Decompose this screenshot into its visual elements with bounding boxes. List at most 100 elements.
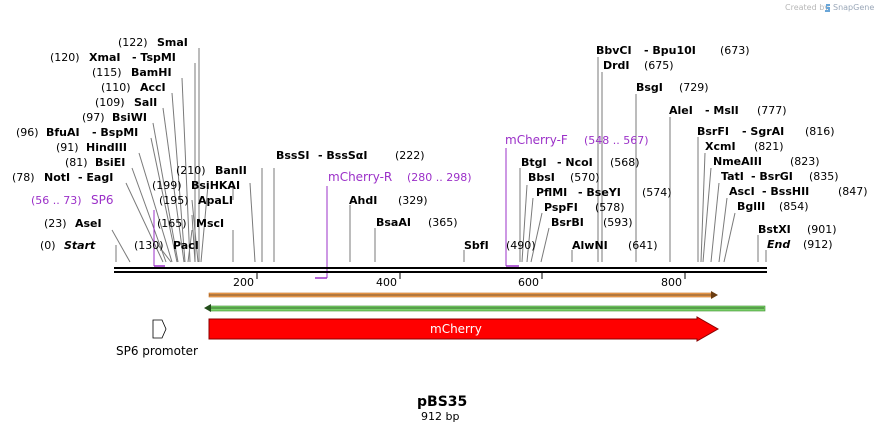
svg-text:(110): (110): [101, 81, 131, 94]
svg-text:BtgI: BtgI: [521, 156, 547, 169]
site-smai: (122) SmaI: [118, 36, 188, 49]
svg-text:(115): (115): [92, 66, 122, 79]
primer-mcherry-f: mCherry-F (548 .. 567): [505, 133, 649, 147]
svg-text:SbfI: SbfI: [464, 239, 489, 252]
svg-text:BbvCI: BbvCI: [596, 44, 632, 57]
svg-text:SP6: SP6: [91, 193, 114, 207]
svg-text:BsiHKAI: BsiHKAI: [191, 179, 240, 192]
svg-text:BsaAI: BsaAI: [376, 216, 411, 229]
site-drdi: DrdI (675): [603, 59, 674, 72]
primer-sp6: (56 .. 73) SP6: [31, 193, 114, 207]
site-xmai: (120) XmaI - TspMI: [50, 51, 176, 64]
svg-text:(490): (490): [506, 239, 536, 252]
ruler-tick-400: 400: [376, 276, 397, 289]
svg-text:BsgI: BsgI: [636, 81, 663, 94]
svg-text:(901): (901): [807, 223, 837, 236]
svg-text:(329): (329): [398, 194, 428, 207]
svg-text:PacI: PacI: [173, 239, 199, 252]
svg-text:(673): (673): [720, 44, 750, 57]
svg-text:(816): (816): [805, 125, 835, 138]
svg-text:BsrFI: BsrFI: [697, 125, 729, 138]
svg-text:(222): (222): [395, 149, 425, 162]
svg-text:End: End: [767, 238, 790, 251]
svg-text:(91): (91): [56, 141, 79, 154]
site-start: (0) Start: [40, 239, 96, 252]
svg-text:- NcoI: - NcoI: [557, 156, 593, 169]
svg-text:(23): (23): [44, 217, 67, 230]
svg-text:(78): (78): [12, 171, 35, 184]
svg-text:PspFI: PspFI: [544, 201, 578, 214]
primer-mcherry-r: mCherry-R (280 .. 298): [328, 170, 472, 184]
site-bsiei: (81) BsiEI: [65, 156, 125, 169]
svg-text:(568): (568): [610, 156, 640, 169]
site-xcmi: XcmI (821): [705, 140, 784, 153]
mcherry-label: mCherry: [430, 322, 482, 336]
site-bbvci: BbvCI - Bpu10I (673): [596, 44, 750, 57]
svg-text:- BspMI: - BspMI: [92, 126, 138, 139]
site-lines: [111, 48, 767, 263]
svg-text:BsrBI: BsrBI: [551, 216, 584, 229]
ruler-tick-200: 200: [233, 276, 254, 289]
site-bsssi: BssSI - BssSαI (222): [276, 149, 425, 162]
site-msci: (165) MscI: [157, 217, 224, 230]
svg-text:(574): (574): [642, 186, 672, 199]
site-noti: (78) NotI - EagI: [12, 171, 113, 184]
svg-text:- BseYI: - BseYI: [578, 186, 621, 199]
svg-text:(97): (97): [82, 111, 105, 124]
ruler: 200 400 600 800: [233, 273, 686, 289]
svg-text:(199): (199): [152, 179, 182, 192]
site-bglii: BglII (854): [737, 200, 809, 213]
site-bfuai: (96) BfuAI - BspMI: [16, 126, 138, 139]
svg-text:NotI: NotI: [44, 171, 70, 184]
svg-text:AseI: AseI: [75, 217, 102, 230]
svg-text:XmaI: XmaI: [89, 51, 120, 64]
site-hindiii: (91) HindIII: [56, 141, 127, 154]
svg-text:AscI: AscI: [729, 185, 755, 198]
svg-text:(675): (675): [644, 59, 674, 72]
svg-text:AlwNI: AlwNI: [572, 239, 608, 252]
svg-text:(578): (578): [595, 201, 625, 214]
svg-text:(570): (570): [570, 171, 600, 184]
svg-text:(548 .. 567): (548 .. 567): [584, 134, 649, 147]
svg-text:- SgrAI: - SgrAI: [742, 125, 784, 138]
svg-text:(109): (109): [95, 96, 125, 109]
sp6-promoter-feature: [152, 319, 167, 339]
svg-text:- EagI: - EagI: [78, 171, 113, 184]
svg-text:(130): (130): [134, 239, 164, 252]
svg-text:HindIII: HindIII: [86, 141, 127, 154]
svg-text:SmaI: SmaI: [157, 36, 188, 49]
svg-text:mCherry-R: mCherry-R: [328, 170, 392, 184]
primer-mcherry-r-marker: [315, 186, 328, 279]
svg-text:AleI: AleI: [669, 104, 693, 117]
site-nmeaiii: NmeAIII (823): [713, 155, 820, 168]
primer-mcherry-f-marker: [505, 148, 519, 267]
svg-text:(365): (365): [428, 216, 458, 229]
svg-text:BbsI: BbsI: [528, 171, 555, 184]
svg-text:NmeAIII: NmeAIII: [713, 155, 762, 168]
credit-brand: SnapGene: [833, 3, 874, 12]
svg-text:XcmI: XcmI: [705, 140, 736, 153]
svg-text:PflMI: PflMI: [536, 186, 567, 199]
site-asei: (23) AseI: [44, 217, 102, 230]
site-alwni: AlwNI (641): [572, 239, 658, 252]
svg-text:AhdI: AhdI: [349, 194, 377, 207]
svg-text:- MslI: - MslI: [705, 104, 739, 117]
svg-text:(912): (912): [803, 238, 833, 251]
svg-text:ApaLI: ApaLI: [198, 194, 233, 207]
site-pspfi: PspFI (578): [544, 201, 625, 214]
svg-text:(195): (195): [159, 194, 189, 207]
svg-text:(280 .. 298): (280 .. 298): [407, 171, 472, 184]
svg-text:(823): (823): [790, 155, 820, 168]
svg-text:(847): (847): [838, 185, 868, 198]
site-sbfi: SbfI (490): [464, 239, 536, 252]
site-acci: (110) AccI: [101, 81, 166, 94]
svg-text:(729): (729): [679, 81, 709, 94]
svg-text:Start: Start: [64, 239, 96, 252]
site-bsrfi: BsrFI - SgrAI (816): [697, 125, 835, 138]
svg-text:- TspMI: - TspMI: [132, 51, 176, 64]
site-pflmi: PflMI - BseYI (574): [536, 186, 672, 199]
plasmid-name: pBS35: [417, 394, 467, 410]
svg-text:(641): (641): [628, 239, 658, 252]
svg-text:- BssSαI: - BssSαI: [318, 149, 367, 162]
